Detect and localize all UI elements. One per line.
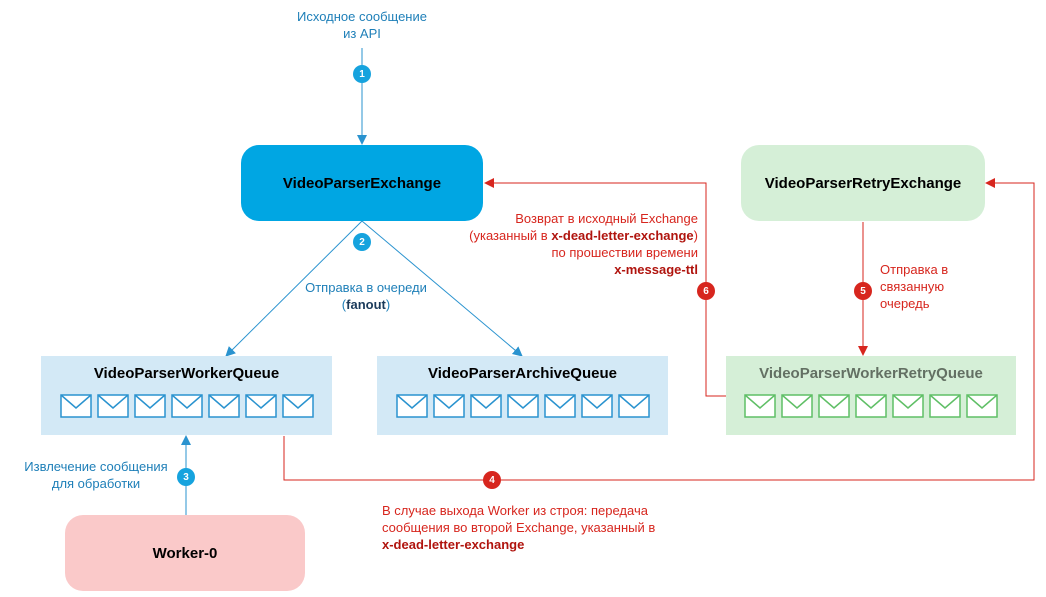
label-extract: Извлечение сообщения для обработки <box>12 458 180 492</box>
envelope-icon <box>244 394 277 418</box>
envelope-icon <box>855 394 887 418</box>
label-bound-line2: связанную <box>880 279 945 294</box>
label-bound-line3: очередь <box>880 296 930 311</box>
step-badge-5: 5 <box>854 282 872 300</box>
label-return-line3: по прошествии времени <box>551 245 698 260</box>
envelope-icon <box>432 394 465 418</box>
video-parser-retry-exchange: VideoParserRetryExchange <box>741 145 985 221</box>
envelope-icon <box>59 394 92 418</box>
envelope-icon <box>929 394 961 418</box>
envelope-icon <box>818 394 850 418</box>
worker-node: Worker-0 <box>65 515 305 591</box>
envelope-icon <box>744 394 776 418</box>
label-failure-line3: x-dead-letter-exchange <box>382 537 525 552</box>
label-return-line2: (указанный в x-dead-letter-exchange) <box>428 227 698 244</box>
envelope-icon <box>395 394 428 418</box>
arrow-exchange-to-archive-queue <box>361 220 523 357</box>
label-return-line2-b: ) <box>693 228 698 243</box>
envelope-icon <box>617 394 650 418</box>
worker-queue-messages <box>41 394 332 418</box>
envelope-icon <box>469 394 502 418</box>
envelope-icon <box>892 394 924 418</box>
step-badge-3: 3 <box>177 468 195 486</box>
label-fanout: Отправка в очереди (fanout) <box>296 279 436 313</box>
label-return-line1: Возврат в исходный Exchange <box>515 211 698 226</box>
label-source-line2: из API <box>343 26 381 41</box>
archive-queue-title: VideoParserArchiveQueue <box>428 365 617 382</box>
label-bound-queue: Отправка в связанную очередь <box>880 261 948 312</box>
label-extract-line1: Извлечение сообщения <box>24 459 168 474</box>
label-source-line1: Исходное сообщение <box>297 9 427 24</box>
video-parser-exchange-label: VideoParserExchange <box>282 174 442 192</box>
label-return-to-exchange: Возврат в исходный Exchange (указанный в… <box>428 210 698 278</box>
envelope-icon <box>207 394 240 418</box>
envelope-icon <box>543 394 576 418</box>
label-failure-line1: В случае выхода Worker из строя: передач… <box>382 503 648 518</box>
step-badge-4: 4 <box>483 471 501 489</box>
video-parser-archive-queue: VideoParserArchiveQueue <box>377 356 668 435</box>
envelope-icon <box>506 394 539 418</box>
envelope-icon <box>96 394 129 418</box>
video-parser-exchange: VideoParserExchange <box>241 145 483 221</box>
label-return-line4: x-message-ttl <box>614 262 698 277</box>
label-fanout-close: ) <box>385 297 391 312</box>
archive-queue-messages <box>377 394 668 418</box>
label-bound-line1: Отправка в <box>880 262 949 277</box>
label-fanout-line1: Отправка в очереди <box>305 280 427 295</box>
envelope-icon <box>580 394 613 418</box>
worker-queue-title: VideoParserWorkerQueue <box>93 365 280 382</box>
label-failure-line2: сообщения во второй Exchange, указанный … <box>382 520 656 535</box>
video-parser-worker-retry-queue: VideoParserWorkerRetryQueue <box>726 356 1016 435</box>
label-fanout-open: ( <box>341 297 347 312</box>
retry-queue-messages <box>726 394 1016 418</box>
step-badge-2: 2 <box>353 233 371 251</box>
video-parser-retry-exchange-label: VideoParserRetryExchange <box>764 174 962 192</box>
envelope-icon <box>281 394 314 418</box>
worker-label: Worker-0 <box>152 544 218 562</box>
envelope-icon <box>170 394 203 418</box>
label-return-line2-bold: x-dead-letter-exchange <box>551 228 694 243</box>
label-worker-failure: В случае выхода Worker из строя: передач… <box>382 502 655 553</box>
retry-queue-title: VideoParserWorkerRetryQueue <box>759 365 983 382</box>
label-fanout-line2: (fanout) <box>296 296 436 313</box>
label-return-line2-a: (указанный в <box>469 228 552 243</box>
envelope-icon <box>133 394 166 418</box>
step-badge-6: 6 <box>697 282 715 300</box>
envelope-icon <box>966 394 998 418</box>
arrow-exchange-to-worker-queue <box>225 220 363 357</box>
video-parser-worker-queue: VideoParserWorkerQueue <box>41 356 332 435</box>
step-badge-1: 1 <box>353 65 371 83</box>
label-fanout-bold: fanout <box>346 297 386 312</box>
arrow-worker-queue-to-retry-exchange <box>283 178 1035 481</box>
envelope-icon <box>781 394 813 418</box>
label-source-message: Исходное сообщение из API <box>297 8 427 42</box>
label-extract-line2: для обработки <box>51 476 141 491</box>
